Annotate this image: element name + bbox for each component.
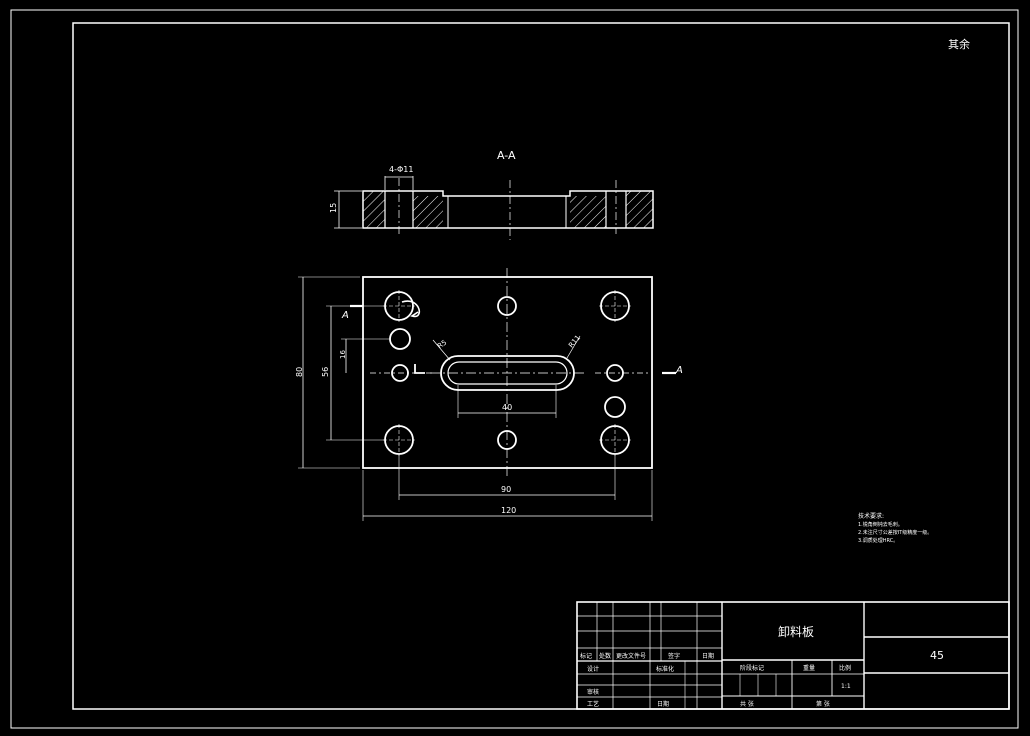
inner-frame — [72, 22, 1010, 710]
plate-outline — [362, 276, 653, 469]
notes-heading: 技术要求: — [858, 512, 884, 520]
role-standard: 标准化 — [656, 665, 674, 673]
drawing-number: 45 — [930, 649, 944, 662]
rev-header-date: 日期 — [702, 652, 714, 660]
role-review: 审核 — [587, 688, 599, 696]
scale-label: 比例 — [839, 664, 851, 672]
part-name: 卸料板 — [778, 624, 814, 639]
technical-notes: 技术要求: 1.锐角倒钝去毛刺。 2.未注尺寸公差按IT级精度一级。 3.调质处… — [858, 512, 932, 544]
thickness-dim: 15 — [329, 203, 338, 213]
outer-frame — [10, 9, 1019, 729]
rev-header-sign: 签字 — [668, 652, 680, 660]
date-label: 日期 — [657, 700, 669, 708]
sheet-label: 第 张 — [816, 700, 830, 708]
sheets-label: 共 张 — [740, 700, 754, 708]
slot-label-left: R5 — [436, 339, 448, 351]
hole-right-lower — [604, 396, 626, 418]
notes-line-3: 3.调质处理HRC。 — [858, 537, 898, 544]
rev-header-docno: 更改文件号 — [616, 652, 646, 660]
weight-label: 重量 — [803, 664, 815, 672]
section-letter-left: A — [341, 310, 349, 321]
section-title: A-A — [497, 149, 516, 162]
notes-line-1: 1.锐角倒钝去毛刺。 — [858, 521, 903, 528]
dim-width-overall: 120 — [501, 506, 516, 515]
hole-callout: 4-Φ11 — [389, 165, 413, 174]
stage-label: 阶段标记 — [740, 664, 764, 672]
dim-height-holes: 56 — [321, 367, 330, 377]
rev-header-mark: 标记 — [580, 652, 592, 660]
hatch-right-inner — [570, 196, 606, 228]
notes-line-2: 2.未注尺寸公差按IT级精度一级。 — [858, 529, 932, 536]
rev-header-count: 处数 — [599, 652, 611, 660]
dim-slot-length: 40 — [502, 403, 512, 412]
section-outline — [362, 190, 654, 229]
title-block: 卸料板 45 标记 处数 更改文件号 签字 日期 设计 标准化 审核 工艺 日期… — [576, 601, 1010, 710]
dim-hole-span: 90 — [501, 485, 511, 494]
scale-value: 1:1 — [841, 683, 851, 690]
hatch-left-inner — [413, 196, 443, 228]
section-recess — [443, 195, 570, 228]
corner-surface-mark: 其余 — [948, 37, 970, 51]
role-design: 设计 — [587, 665, 599, 673]
role-process: 工艺 — [587, 700, 599, 708]
dim-height-overall: 80 — [295, 367, 304, 377]
hatch-left-outer — [363, 191, 385, 228]
section-letter-right: A — [675, 365, 683, 376]
plan-view: A A R5 R11 80 56 16 40 90 120 — [295, 268, 683, 521]
hole-mid-top — [497, 296, 517, 316]
hatch-right-outer — [626, 191, 653, 228]
section-view: A-A 4-Φ11 15 — [329, 149, 654, 240]
dim-offset-small: 16 — [339, 350, 347, 359]
